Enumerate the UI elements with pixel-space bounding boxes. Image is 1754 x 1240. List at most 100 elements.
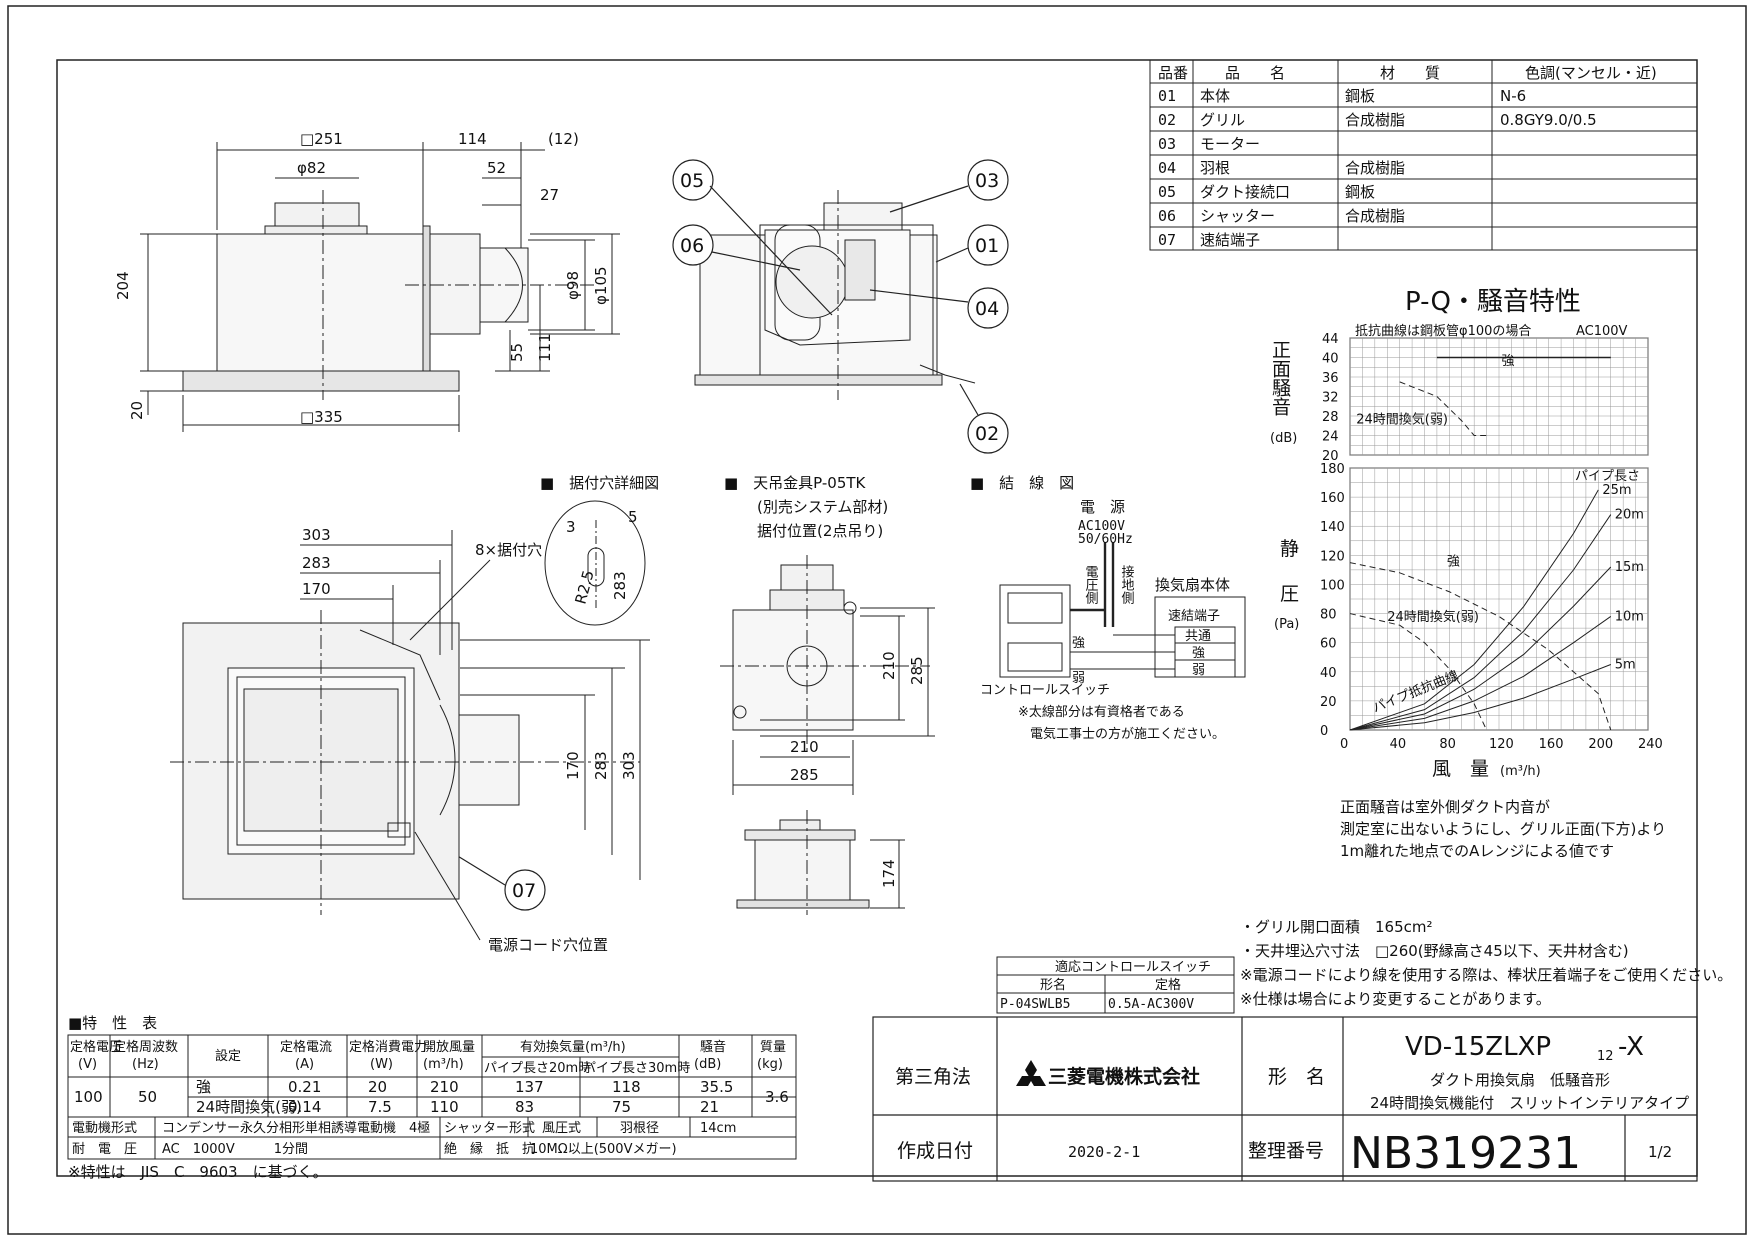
tb-desc2: 24時間換気機能付 スリットインテリアタイプ bbox=[1370, 1094, 1689, 1112]
ct-shutter-label: シャッター形式 bbox=[444, 1121, 535, 1136]
ct-insul-label: 絶 縁 抵 抗 bbox=[444, 1141, 535, 1157]
callout-04-label: 04 bbox=[975, 298, 999, 320]
tb-model-label: 形 名 bbox=[1268, 1066, 1325, 1088]
static-x-tick: 240 bbox=[1638, 737, 1663, 752]
dim-303: 303 bbox=[302, 526, 331, 544]
switch-table bbox=[996, 956, 1235, 1014]
parts-cell: ダクト接続口 bbox=[1200, 183, 1290, 201]
dim-303-v: 303 bbox=[620, 751, 638, 780]
callout-04 bbox=[967, 287, 1009, 329]
static-series-4 bbox=[1349, 566, 1612, 731]
noise-series-1 bbox=[1399, 381, 1487, 436]
noise-note-1: 正面騒音は室外側ダクト内音が bbox=[1340, 798, 1550, 816]
wiring-text: 電 源 AC100V 50/60Hz 電圧側 接地側 換気扇本体 速結端子 共通… bbox=[980, 498, 1230, 742]
parts-cell: 05 bbox=[1158, 183, 1176, 201]
dim-20: 20 bbox=[128, 401, 146, 420]
wiring-diagram bbox=[999, 542, 1246, 678]
spec-note-3: ※電源コードにより線を使用する際は、棒状圧着端子をご使用ください。 bbox=[1240, 966, 1732, 984]
parts-cell: 06 bbox=[1158, 207, 1176, 225]
callout-02-label: 02 bbox=[975, 423, 999, 445]
ct-mass: 3.6 bbox=[765, 1088, 789, 1106]
pq-note: 抵抗曲線は鋼板管φ100の場合 bbox=[1355, 323, 1531, 339]
static-series-0 bbox=[1349, 562, 1612, 731]
dim-3: 3 bbox=[566, 518, 576, 536]
dim-335: □335 bbox=[300, 408, 343, 426]
inner-frame bbox=[56, 59, 1698, 1177]
ct-insul: 10MΩ以上(500Vメガー) bbox=[530, 1142, 677, 1157]
wiring-note1: ※太線部分は有資格者である bbox=[1018, 704, 1185, 720]
noise-y-tick: 28 bbox=[1322, 410, 1339, 425]
parts-cell: 04 bbox=[1158, 159, 1176, 177]
dim-283-v: 283 bbox=[592, 751, 610, 780]
title-block-text: 第三角法 三菱電機株式会社 形 名 VD-15ZLXP 12 -X ダクト用換気… bbox=[895, 1032, 1689, 1179]
callout-01 bbox=[967, 224, 1009, 266]
parts-cell: 03 bbox=[1158, 135, 1176, 153]
pipe-length-25m: 25m bbox=[1602, 483, 1631, 498]
pipe-length-5m: 5m bbox=[1615, 658, 1636, 673]
dim-phi82: φ82 bbox=[297, 159, 326, 177]
wiring-t2: 強 bbox=[1192, 646, 1205, 661]
title-hanger-sub2: 据付位置(2点吊り) bbox=[757, 522, 883, 540]
dim-5: 5 bbox=[628, 508, 638, 526]
dim-phi105: φ105 bbox=[592, 266, 610, 305]
static-strong-label: 強 bbox=[1447, 555, 1460, 570]
label-cord-hole: 電源コード穴位置 bbox=[488, 936, 608, 954]
static-series-6 bbox=[1349, 664, 1611, 731]
wiring-note2: 電気工事士の方が施工ください。 bbox=[1030, 726, 1225, 742]
char-table bbox=[67, 1034, 797, 1160]
parts-cell: 鋼板 bbox=[1345, 87, 1375, 105]
switch-h1: 形名 bbox=[1040, 977, 1066, 993]
hanger-dims: 210 285 210 285 174 bbox=[790, 651, 926, 888]
ct-shutter: 風圧式 bbox=[542, 1121, 581, 1136]
callout-07-label: 07 bbox=[512, 880, 536, 902]
wiring-v2: 50/60Hz bbox=[1078, 532, 1133, 547]
static-axis-label-1: 静 bbox=[1280, 538, 1299, 560]
section-titles: ■ 据付穴詳細図 ■ 天吊金具P-05TK (別売システム部材) 据付位置(2点… bbox=[540, 474, 1074, 540]
ct-motor: コンデンサー永久分相形単相誘導電動機 4極 bbox=[162, 1120, 430, 1136]
noise-weak-label: 24時間換気(弱) bbox=[1356, 411, 1448, 427]
callout-03-label: 03 bbox=[975, 170, 999, 192]
callout-05 bbox=[672, 159, 714, 201]
dim-285-h: 285 bbox=[790, 766, 819, 784]
bottom-view-dims: 303 283 170 8×据付穴 3 5 R2.5 283 170 283 3… bbox=[302, 508, 638, 954]
parts-cell: シャッター bbox=[1200, 207, 1275, 225]
static-series-5 bbox=[1349, 616, 1612, 731]
ct-freq: 50 bbox=[138, 1088, 157, 1106]
callout-06 bbox=[672, 224, 714, 266]
noise-y-tick: 20 bbox=[1322, 449, 1339, 464]
char-cell-noise: 21 bbox=[700, 1098, 719, 1116]
dim-170: 170 bbox=[302, 580, 331, 598]
section-view bbox=[694, 190, 976, 400]
tb-model: VD-15ZLXP bbox=[1405, 1032, 1551, 1062]
noise-y-tick: 36 bbox=[1322, 371, 1339, 386]
wiring-unit: 換気扇本体 bbox=[1155, 576, 1230, 594]
ct-h-curr-2: (A) bbox=[295, 1057, 314, 1072]
noise-note-3: 1m離れた地点でのAレンジによる値です bbox=[1340, 842, 1614, 860]
ct-h-air-1: 開放風量 bbox=[423, 1040, 475, 1055]
callout-05-label: 05 bbox=[680, 170, 704, 192]
static-y-tick: 40 bbox=[1320, 666, 1337, 681]
hanger-view bbox=[720, 555, 935, 915]
tb-number-label: 整理番号 bbox=[1248, 1140, 1324, 1162]
wiring-v1: AC100V bbox=[1078, 519, 1125, 534]
static-x-tick: 160 bbox=[1539, 737, 1564, 752]
ct-h-noise-2: (dB) bbox=[694, 1057, 721, 1072]
wiring-t1: 共通 bbox=[1185, 629, 1211, 644]
parts-cell: 鋼板 bbox=[1345, 183, 1375, 201]
parts-cell: モーター bbox=[1200, 135, 1260, 153]
tb-projection: 第三角法 bbox=[895, 1066, 971, 1088]
x-axis-unit: (m³/h) bbox=[1500, 764, 1541, 779]
dim-52: 52 bbox=[487, 159, 506, 177]
ct-h-voltage-1: 定格電圧 bbox=[70, 1039, 122, 1055]
spec-note-1: ・グリル開口面積 165cm² bbox=[1240, 918, 1433, 936]
char-table-text: 定格電圧 (V) 定格周波数 (Hz) 設定 定格電流 (A) 定格消費電力 (… bbox=[68, 1039, 789, 1181]
ct-h-freq-1: 定格周波数 bbox=[113, 1039, 178, 1055]
title-hanger: ■ 天吊金具P-05TK bbox=[724, 474, 867, 492]
mitsubishi-logo-icon bbox=[1016, 1060, 1046, 1086]
wiring-power: 電 源 bbox=[1080, 498, 1125, 516]
parts-cell: 07 bbox=[1158, 231, 1176, 249]
tb-company: 三菱電機株式会社 bbox=[1048, 1065, 1200, 1088]
